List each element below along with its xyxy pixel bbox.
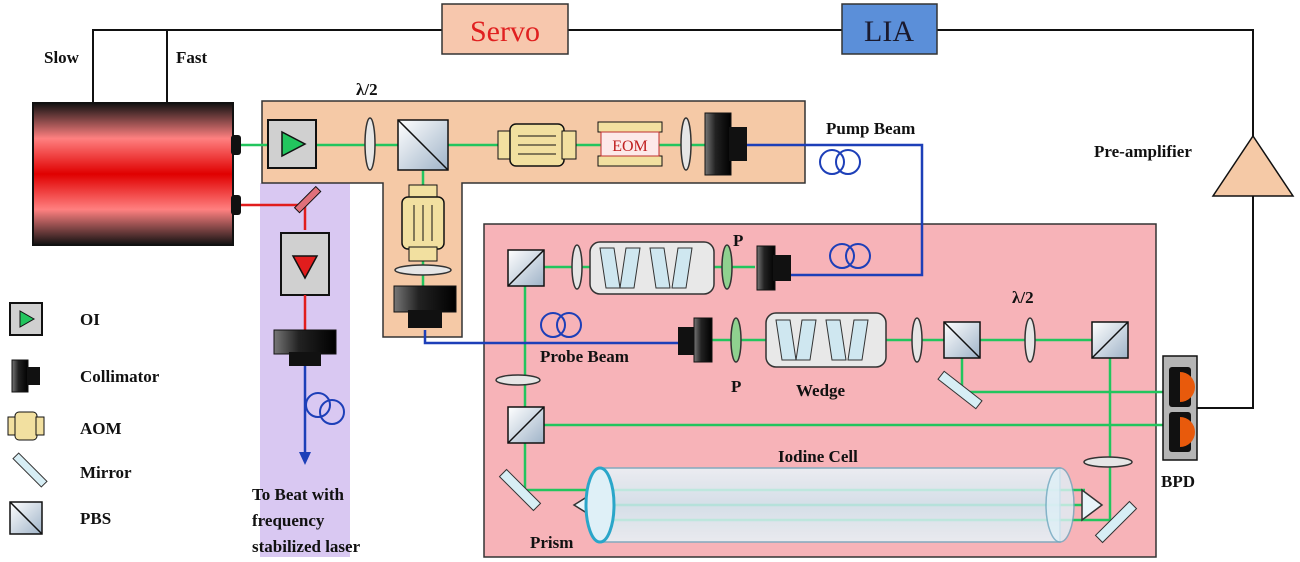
legend-label-mirror: Mirror: [80, 463, 132, 482]
slow-label: Slow: [44, 48, 80, 67]
pump-beam-label: Pump Beam: [826, 119, 915, 138]
iodine-cell-label: Iodine Cell: [778, 447, 858, 466]
beat-label-line3: stabilized laser: [252, 537, 361, 556]
lia-box: LIA: [841, 3, 938, 55]
collimator-probe-top: [756, 245, 791, 291]
half-wave-plate-right: [1024, 317, 1036, 363]
optical-isolator-beat: [280, 232, 330, 330]
mirror-beat: [293, 185, 322, 214]
pbs-top: [397, 119, 449, 171]
wedge-top: [589, 241, 715, 295]
mirror-mid: [937, 370, 983, 410]
wedge-bottom: [765, 312, 887, 368]
legend-label-oi: OI: [80, 310, 100, 329]
half-wave-plate-top: [364, 117, 376, 171]
mirror-icon: [12, 452, 48, 488]
pbs-left-top: [507, 249, 545, 287]
probe-beam-label: Probe Beam: [540, 347, 629, 366]
waveplate-mid: [911, 317, 923, 363]
waveplate-left-lower: [495, 374, 541, 386]
pbs-mid: [943, 321, 981, 359]
prism-label: Prism: [530, 533, 573, 552]
aom-top: [497, 123, 577, 167]
pbs-icon: [9, 501, 43, 535]
optical-isolator-icon: [9, 302, 43, 336]
fiber-lines: [303, 143, 924, 455]
servo-label: Servo: [470, 15, 540, 48]
legend-label-aom: AOM: [80, 419, 122, 438]
eom-label: EOM: [612, 138, 648, 155]
wedge-label: Wedge: [796, 381, 846, 400]
collimator-probe-bottom: [678, 317, 713, 363]
beat-label-line2: frequency: [252, 511, 325, 530]
collimator-vertical: [393, 285, 457, 328]
half-wave-label-top: λ/2: [356, 80, 378, 99]
prism-right: [1081, 488, 1104, 522]
fiber-arrow-icon: [299, 452, 311, 465]
pbs-right: [1091, 321, 1129, 359]
half-wave-label-right: λ/2: [1012, 288, 1034, 307]
waveplate-top-right: [680, 117, 692, 171]
mirror-right-bottom: [1094, 500, 1138, 544]
aom-vertical: [401, 184, 445, 262]
waveplate-right-lower: [1083, 456, 1133, 468]
polarizer-top: [721, 244, 733, 290]
beat-label-line1: To Beat with: [252, 485, 344, 504]
waveplate-vertical: [394, 264, 452, 276]
servo-box: Servo: [441, 3, 569, 55]
aom-icon: [7, 411, 45, 441]
control-wiring: [92, 29, 1254, 409]
lia-label: LIA: [864, 15, 914, 48]
collimator-beat: [273, 329, 337, 366]
fast-label: Fast: [176, 48, 208, 67]
preamplifier-triangle-icon: [1211, 134, 1295, 197]
laser-source: [32, 102, 241, 246]
iodine-cell: [584, 466, 1075, 544]
optical-isolator-top: [267, 119, 317, 169]
waveplate-probe-left: [571, 244, 583, 290]
legend-label-pbs: PBS: [80, 509, 111, 528]
mirror-left-bottom: [498, 468, 542, 512]
polarizer-label-top: P: [733, 231, 743, 250]
pbs-left-bottom: [507, 406, 545, 444]
fiber-coil-icon: [305, 149, 871, 425]
collimator-top: [704, 112, 747, 176]
balanced-photodetector: [1162, 355, 1198, 461]
polarizer-bottom: [730, 317, 742, 363]
bpd-label: BPD: [1161, 472, 1195, 491]
eom: EOM: [597, 121, 663, 167]
legend-label-collimator: Collimator: [80, 367, 160, 386]
polarizer-label-bottom: P: [731, 377, 741, 396]
legend: OI Collimator AOM Mirror PBS: [7, 302, 160, 535]
preamplifier-label: Pre-amplifier: [1094, 142, 1192, 161]
collimator-icon: [11, 359, 40, 393]
